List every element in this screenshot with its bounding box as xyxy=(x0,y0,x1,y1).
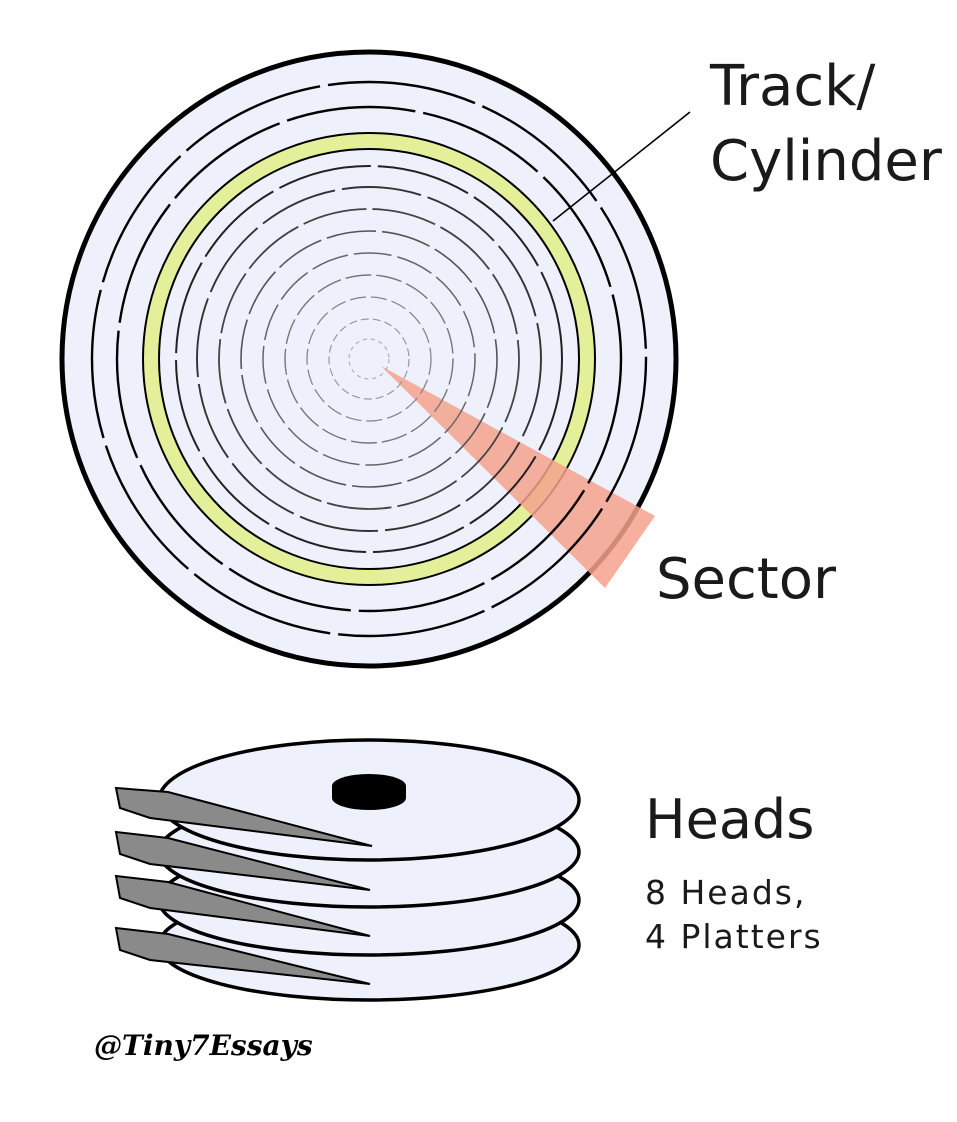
highlighted-track-band xyxy=(143,133,595,585)
track-ring xyxy=(196,186,542,532)
platters-count-line: 4 Platters xyxy=(645,917,823,956)
track-ring xyxy=(115,105,623,613)
track-rings xyxy=(90,80,648,638)
head-arm-3 xyxy=(114,874,371,937)
head-arm-1 xyxy=(114,786,373,847)
track-ring xyxy=(175,165,563,553)
track-ring xyxy=(306,296,432,422)
track-ring xyxy=(262,252,476,466)
head-arm-2 xyxy=(114,830,371,891)
track-cylinder-label-line1: Track/ xyxy=(709,54,876,119)
platter-stack xyxy=(114,738,581,1002)
heads-title: Heads xyxy=(645,788,814,851)
track-ring xyxy=(328,318,410,400)
track-ring xyxy=(348,338,390,380)
sector-label: Sector xyxy=(656,547,837,612)
track-ring xyxy=(240,230,498,488)
track-ring xyxy=(218,208,520,510)
track-ring xyxy=(90,80,648,638)
watermark-signature: @Tiny7Essays xyxy=(94,1029,313,1062)
track-cylinder-label-line2: Cylinder xyxy=(710,129,943,194)
track-ring xyxy=(284,274,454,444)
track-leader-line xyxy=(552,111,691,222)
highlighted-track-inner-edge xyxy=(158,148,580,570)
head-arm-4 xyxy=(114,926,371,985)
spindle xyxy=(332,774,406,810)
highlighted-track-outer-edge xyxy=(142,132,596,586)
platter-top-view xyxy=(59,49,691,669)
heads-count-line: 8 Heads, xyxy=(645,873,806,912)
